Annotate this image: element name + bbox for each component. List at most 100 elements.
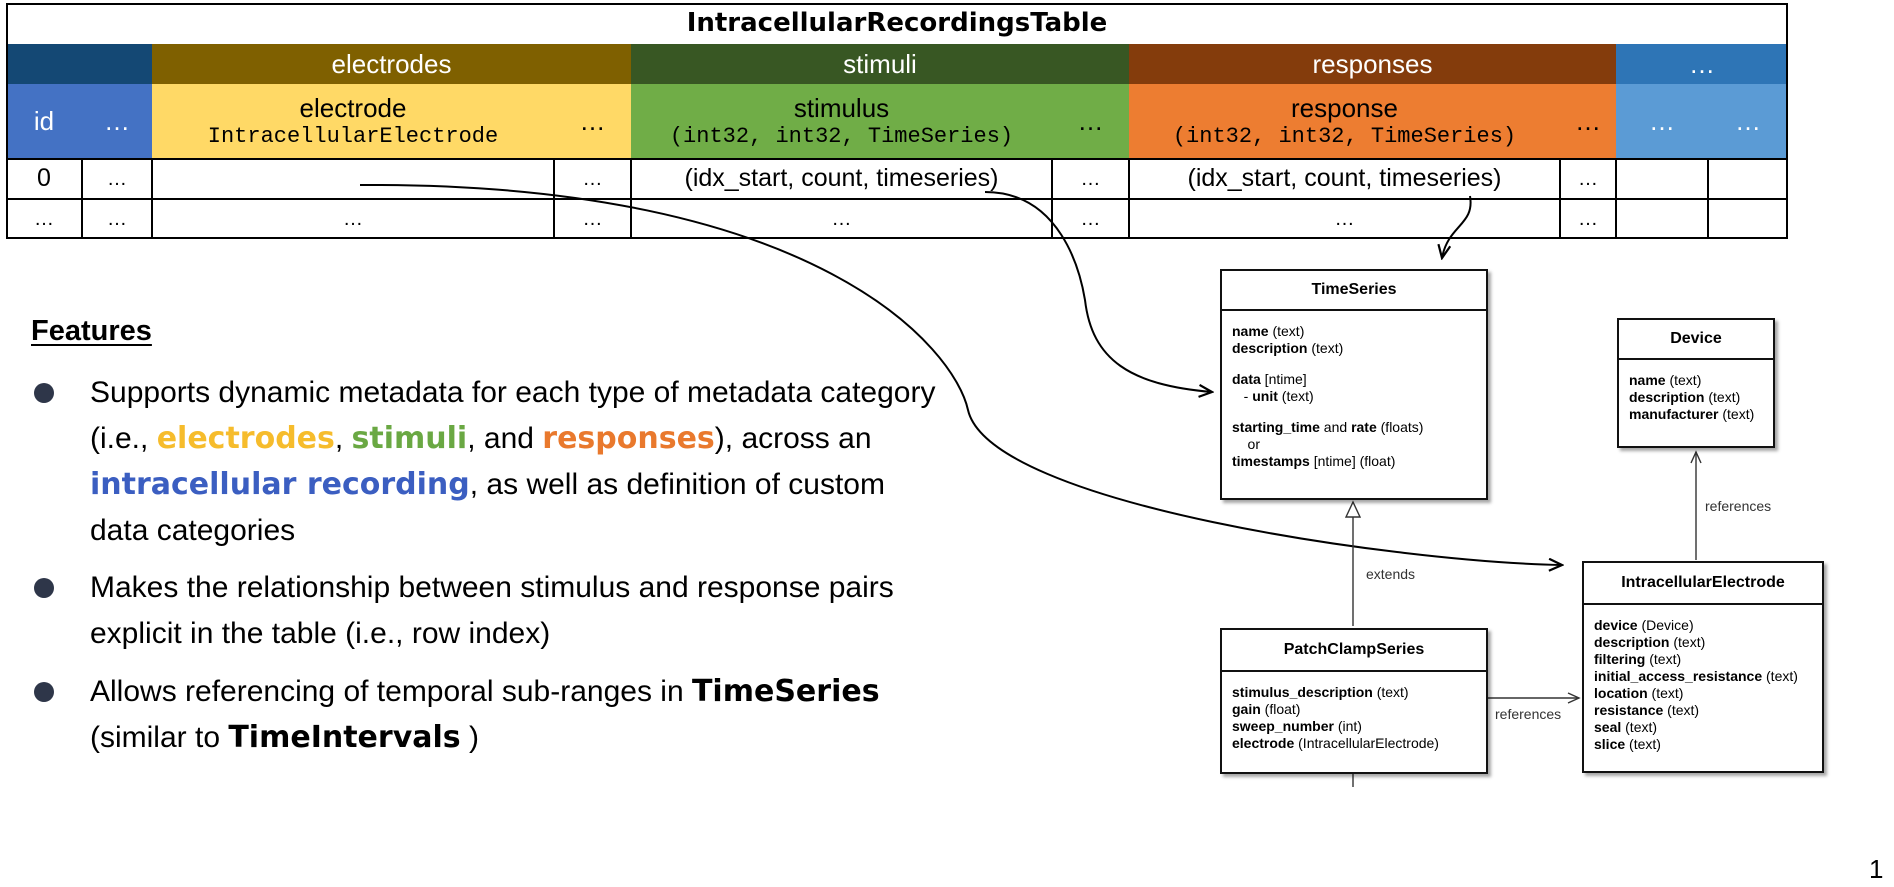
highlight-term: TimeIntervals [228, 720, 461, 755]
uml-attribute: filtering (text) [1594, 651, 1812, 668]
attribute-type: or [1232, 436, 1261, 452]
attribute-name: rate [1351, 419, 1377, 435]
bullet-text-fragment: ), across an [714, 422, 872, 455]
device-class-box: Device name (text)description (text)manu… [1617, 318, 1775, 448]
column-label: … [1575, 106, 1601, 137]
attribute-type: (text) [1625, 736, 1661, 752]
uml-attribute: name (text) [1629, 372, 1763, 389]
attribute-name: name [1629, 372, 1666, 388]
patchclampseries-class-title: PatchClampSeries [1222, 630, 1486, 672]
timeseries-class-box: TimeSeries name (text)description (text)… [1220, 269, 1488, 500]
attribute-type: (text) [1718, 406, 1755, 422]
attribute-name: manufacturer [1629, 406, 1719, 422]
intracellularelectrode-class-box: IntracellularElectrode device (Device)de… [1582, 561, 1824, 773]
column-group-3: stimuli [631, 44, 1129, 84]
attribute-type: (floats) [1376, 419, 1424, 435]
bullet-dot [34, 383, 54, 403]
table-cell: … [1578, 168, 1598, 190]
column-group-4: responses [1129, 44, 1616, 84]
attribute-type: (text) [1647, 685, 1684, 701]
bullet-dot [34, 578, 54, 598]
attribute-name: name [1232, 323, 1269, 339]
attribute-name: filtering [1594, 651, 1646, 667]
column-type: IntracellularElectrode [207, 123, 499, 149]
highlight-term: responses [542, 421, 715, 456]
bullet-text-fragment: Supports dynamic metadata for each type … [90, 376, 936, 455]
bullet-text-fragment: , and [467, 422, 543, 455]
attribute-name: device [1594, 617, 1638, 633]
bullet-text-fragment: , [334, 422, 352, 455]
uml-attribute: description (text) [1594, 634, 1812, 651]
uml-attribute: electrode (IntracellularElectrode) [1232, 735, 1476, 752]
column-type: (int32, int32, TimeSeries) [669, 123, 1014, 149]
uml-attribute: initial_access_resistance (text) [1594, 668, 1812, 685]
feature-bullet-3-text: Allows referencing of temporal sub-range… [90, 669, 950, 761]
uml-attribute: manufacturer (text) [1629, 406, 1763, 423]
attribute-name: starting_time [1232, 419, 1320, 435]
attribute-type: (float) [1260, 701, 1301, 717]
column-label: … [104, 106, 130, 137]
attribute-type: [ntime] (float) [1309, 453, 1396, 469]
uml-attribute: data [ntime] [1232, 371, 1476, 388]
attribute-name: stimulus_description [1232, 684, 1373, 700]
device-class-attributes: name (text)description (text)manufacture… [1619, 360, 1773, 429]
column-type: (int32, int32, TimeSeries) [1172, 123, 1517, 149]
column-header-8: … [1560, 84, 1616, 159]
column-group-2: electrodes [152, 44, 631, 84]
table-cell: … [107, 168, 127, 190]
attribute-type: (text) [1704, 389, 1741, 405]
table-cell: … [343, 208, 363, 230]
stimulus-reference-arrow [984, 191, 1212, 392]
uml-attribute: sweep_number (int) [1232, 718, 1476, 735]
uml-attribute: timestamps [ntime] (float) [1232, 453, 1476, 470]
attribute-type: (Device) [1637, 617, 1694, 633]
attribute-name: description [1594, 634, 1670, 650]
attribute-type: (text) [1277, 388, 1314, 404]
attribute-type: (int) [1333, 718, 1362, 734]
attribute-type: - [1232, 388, 1253, 404]
response-reference-arrow [1442, 195, 1472, 258]
attribute-name: slice [1594, 736, 1626, 752]
column-label: stimulus [793, 93, 890, 124]
page-number: 1 [1869, 854, 1884, 884]
timeseries-class-attributes: name (text)description (text)data [ntime… [1222, 311, 1486, 476]
table-cell: … [34, 208, 54, 230]
column-header-6: … [1052, 84, 1129, 159]
attribute-type: (text) [1762, 668, 1798, 684]
table-cell: … [582, 168, 603, 190]
uml-attribute: description (text) [1629, 389, 1763, 406]
attribute-type: (text) [1621, 719, 1658, 735]
column-label: electrode [299, 93, 407, 124]
table-cell: … [1578, 208, 1598, 230]
patchclampseries-class-box: PatchClampSeries stimulus_description (t… [1220, 628, 1488, 774]
attribute-type: (text) [1645, 651, 1682, 667]
uml-attribute: location (text) [1594, 685, 1812, 702]
attribute-name: timestamps [1232, 453, 1310, 469]
bullet-dot [34, 682, 54, 702]
feature-bullet-1-text: Supports dynamic metadata for each type … [90, 370, 950, 554]
features-heading: Features [31, 315, 152, 347]
bullet-text-fragment: (similar to [90, 721, 229, 754]
attribute-type: (text) [1663, 702, 1700, 718]
uml-attribute: slice (text) [1594, 736, 1812, 753]
uml-attribute: or [1232, 436, 1476, 453]
uml-attribute [1232, 357, 1476, 371]
attribute-name: sweep_number [1232, 718, 1334, 734]
attribute-name: location [1594, 685, 1648, 701]
table-cell: (idx_start, count, timeseries) [1187, 164, 1502, 193]
references-device-label: references [1705, 498, 1772, 514]
attribute-name: description [1232, 340, 1308, 356]
table-cell: (idx_start, count, timeseries) [684, 164, 999, 193]
attribute-type: (text) [1307, 340, 1344, 356]
attribute-type: (text) [1669, 634, 1706, 650]
uml-attribute: name (text) [1232, 323, 1476, 340]
intracellularelectrode-class-title: IntracellularElectrode [1584, 563, 1822, 605]
table-cell: … [107, 208, 127, 230]
uml-attribute: stimulus_description (text) [1232, 684, 1476, 701]
uml-attribute: resistance (text) [1594, 702, 1812, 719]
column-header-9: … [1616, 84, 1708, 159]
attribute-type: (text) [1665, 372, 1702, 388]
uml-attribute: device (Device) [1594, 617, 1812, 634]
timeseries-class-title: TimeSeries [1222, 271, 1486, 311]
uml-attribute: seal (text) [1594, 719, 1812, 736]
